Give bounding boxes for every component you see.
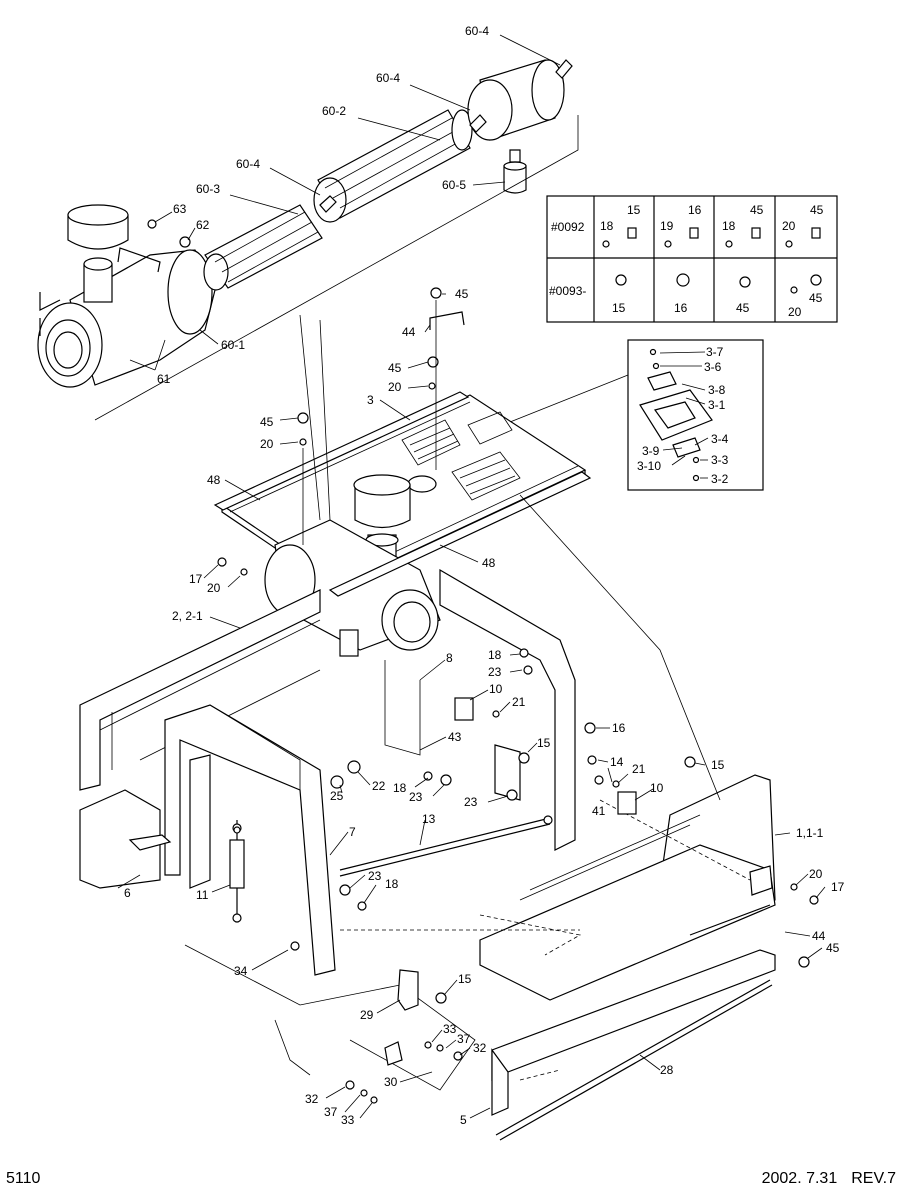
callout: 45 [826,941,840,955]
callout: 60-4 [465,24,489,38]
callout: 2, 2-1 [172,609,203,623]
table-cell: 19 [660,219,674,233]
callout: 5 [460,1113,467,1127]
callout: 25 [330,789,344,803]
callout: 18 [488,648,502,662]
table-cell: 20 [782,219,796,233]
callout: 21 [632,762,646,776]
callout: 63 [173,202,187,216]
callout: 62 [196,218,210,232]
callout: 17 [189,572,203,586]
callout: 3-7 [706,345,724,359]
leader-lines [117,34,826,1119]
callout: 29 [360,1008,374,1022]
callout: 3-6 [704,360,722,374]
callout: 60-2 [322,104,346,118]
callout: 60-3 [196,182,220,196]
callout: 17 [831,880,845,894]
callout: 41 [592,804,606,818]
table-row-label-0093: #0093- [549,284,586,298]
revision-date: 2002. 7.31 [761,1170,838,1187]
callout: 22 [372,779,386,793]
air-cleaner-assembly [37,59,579,421]
callout: 18 [393,781,407,795]
table-cell: 18 [600,219,614,233]
callout: 21 [512,695,526,709]
callout: 15 [458,972,472,986]
table-cell: 20 [788,305,802,319]
cover-detail-box [489,339,764,491]
table-row-label-0092: #0092 [551,220,585,234]
callout: 33 [443,1022,457,1036]
callout: 23 [464,795,478,809]
table-cell: 16 [688,203,702,217]
callout: 15 [537,736,551,750]
revision-info: 2002. 7.31 REV.7 [762,1170,896,1188]
callout: 48 [207,473,221,487]
callout: 15 [711,758,725,772]
callout: 43 [448,730,462,744]
callout: 44 [812,929,826,943]
callout: 60-5 [442,178,466,192]
callout: 20 [207,581,221,595]
callout: 1,1-1 [796,826,824,840]
callout: 30 [384,1075,398,1089]
callout: 45 [388,361,402,375]
callout-labels: 60-4 60-4 60-2 60-4 60-3 60-5 63 62 60-1… [124,24,845,1127]
callout: 3-3 [711,453,729,467]
revision-label: REV.7 [851,1170,896,1187]
callout: 3-10 [637,459,661,473]
callout: 45 [260,415,274,429]
callout: 37 [324,1105,338,1119]
table-cell: 45 [810,203,824,217]
table-cell: 45 [809,291,823,305]
fastener-table: #0092 #0093- 18 15 19 16 18 45 20 45 15 … [546,195,838,323]
callout: 60-4 [236,157,260,171]
callout: 34 [234,964,248,978]
callout: 61 [157,372,171,386]
callout: 28 [660,1063,674,1077]
page-number: 5110 [6,1170,41,1187]
callout: 60-4 [376,71,400,85]
callout: 18 [385,877,399,891]
callout: 37 [457,1032,471,1046]
callout: 13 [422,812,436,826]
callout: 3-1 [708,398,726,412]
callout: 20 [260,437,274,451]
callout: 3 [367,393,374,407]
callout: 45 [455,287,469,301]
callout: 11 [196,888,209,902]
callout: 60-1 [221,338,245,352]
callout: 6 [124,886,131,900]
table-cell: 45 [736,301,750,315]
callout: 7 [349,825,356,839]
frame-assembly [79,287,819,1141]
callout: 8 [446,651,453,665]
callout: 3-9 [642,444,660,458]
callout: 20 [809,867,823,881]
table-cell: 15 [612,301,626,315]
callout: 10 [489,682,503,696]
callout: 23 [368,869,382,883]
table-cell: 15 [627,203,641,217]
callout: 32 [473,1041,487,1055]
callout: 33 [341,1113,355,1127]
table-cell: 18 [722,219,736,233]
table-cell: 16 [674,301,688,315]
callout: 3-8 [708,383,726,397]
callout: 32 [305,1092,319,1106]
callout: 16 [612,721,626,735]
callout: 23 [409,790,423,804]
table-cell: 45 [750,203,764,217]
callout: 10 [650,781,664,795]
callout: 20 [388,380,402,394]
callout: 44 [402,325,416,339]
callout: 14 [610,755,624,769]
callout: 48 [482,556,496,570]
callout: 3-2 [711,472,729,486]
callout: 3-4 [711,432,729,446]
callout: 23 [488,665,502,679]
